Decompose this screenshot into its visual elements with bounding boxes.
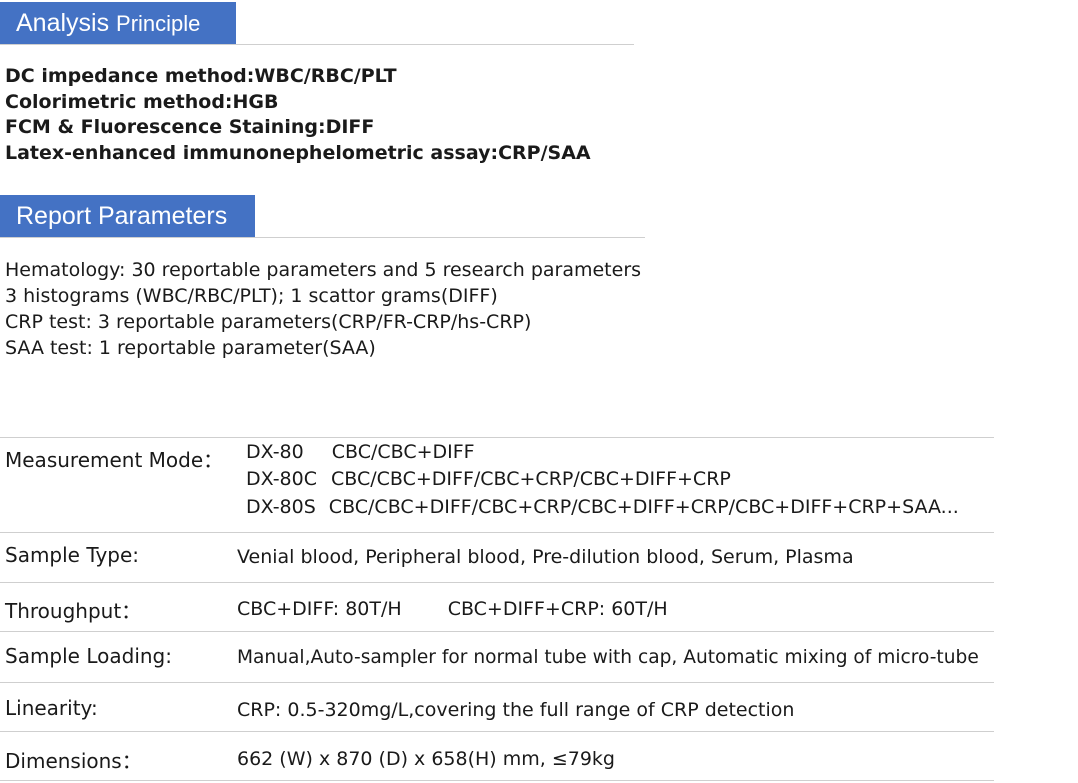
mode-value: CBC/CBC+DIFF/CBC+CRP/CBC+DIFF+CRP/CBC+DI… [328, 496, 959, 518]
sample-loading-label: Sample Loading: [5, 644, 172, 668]
mode-model: DX-80S [246, 496, 316, 518]
measurement-mode-label: Measurement Mode： [5, 448, 224, 472]
list-item: DC impedance method:WBC/RBC/PLT [5, 65, 397, 87]
list-item: FCM & Fluorescence Staining:DIFF [5, 116, 375, 138]
dimensions-value: 662 (W) x 870 (D) x 658(H) mm, ≤79kg [237, 748, 615, 770]
report-parameters-header: Report Parameters [0, 195, 255, 237]
sample-loading-value: Manual,Auto-sampler for normal tube with… [237, 647, 979, 668]
list-item: 3 histograms (WBC/RBC/PLT); 1 scattor gr… [5, 285, 498, 307]
linearity-label: Linearity: [5, 696, 98, 720]
analysis-principle-list: DC impedance method:WBC/RBC/PLT Colorime… [5, 64, 591, 166]
list-item: Latex-enhanced immunonephelometric assay… [5, 141, 591, 164]
list-item: Hematology: 30 reportable parameters and… [5, 259, 642, 281]
mode-model: DX-80C [246, 468, 317, 490]
mode-row: DX-80C CBC/CBC+DIFF/CBC+CRP/CBC+DIFF+CRP [246, 468, 731, 490]
mode-value: CBC/CBC+DIFF/CBC+CRP/CBC+DIFF+CRP [331, 468, 731, 490]
analysis-principle-title-word2: Principle [116, 11, 201, 36]
throughput-value-b: CBC+DIFF+CRP: 60T/H [447, 598, 668, 620]
section-divider [0, 44, 634, 45]
spec-divider [0, 437, 994, 438]
sample-type-value: Venial blood, Peripheral blood, Pre-dilu… [237, 546, 854, 568]
spec-divider [0, 582, 994, 583]
spec-divider [0, 780, 994, 781]
analysis-principle-header: Analysis Principle [0, 2, 236, 44]
mode-value: CBC/CBC+DIFF [331, 441, 475, 463]
throughput-label: Throughput： [5, 599, 142, 623]
throughput-value: CBC+DIFF: 80T/H CBC+DIFF+CRP: 60T/H [237, 598, 668, 620]
list-item: Colorimetric method:HGB [5, 90, 279, 113]
analysis-principle-title-word1: Analysis [16, 9, 110, 37]
report-parameters-list: Hematology: 30 reportable parameters and… [5, 257, 641, 361]
mode-model: DX-80 [246, 441, 304, 463]
list-item: CRP test: 3 reportable parameters(CRP/FR… [5, 311, 532, 333]
spec-divider [0, 682, 994, 683]
sample-type-label: Sample Type: [5, 543, 140, 567]
throughput-value-a: CBC+DIFF: 80T/H [237, 598, 402, 620]
dimensions-label: Dimensions： [5, 749, 142, 773]
list-item: SAA test: 1 reportable parameter(SAA) [5, 337, 376, 359]
spec-divider [0, 532, 994, 533]
mode-row: DX-80S CBC/CBC+DIFF/CBC+CRP/CBC+DIFF+CRP/… [246, 496, 959, 518]
mode-row: DX-80 CBC/CBC+DIFF [246, 441, 475, 463]
spec-divider [0, 731, 994, 732]
section-divider [0, 237, 645, 238]
spec-divider [0, 631, 994, 632]
linearity-value: CRP: 0.5-320mg/L,covering the full range… [237, 699, 795, 721]
